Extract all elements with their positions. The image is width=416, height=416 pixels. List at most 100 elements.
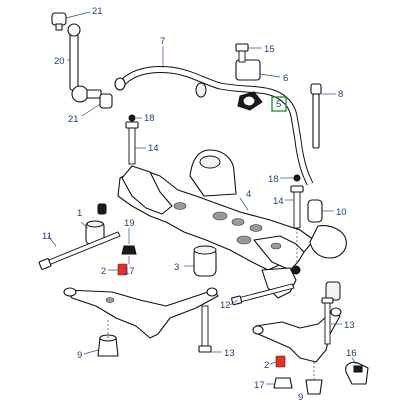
- link-upper-ball-joint: [67, 23, 81, 37]
- bolt-12: [229, 283, 295, 306]
- callout-9-right: 9: [298, 392, 303, 403]
- clamp-bolt-shank: [238, 49, 246, 63]
- callout-19: 19: [124, 218, 135, 229]
- clip-2-right-body: [275, 355, 286, 368]
- bar-bushing-left: [195, 82, 207, 98]
- bar-clamp-bracket: [235, 59, 261, 81]
- callout-8: 8: [338, 89, 343, 100]
- link-right-rod: [312, 93, 320, 149]
- callout-6: 6: [283, 73, 288, 84]
- callout-13-right: 13: [344, 320, 355, 331]
- subframe-left-arm: [121, 165, 173, 215]
- callout-10: 10: [336, 207, 347, 218]
- callout-4: 4: [246, 189, 251, 200]
- stabilizer-bar-fill: [117, 67, 313, 186]
- bolt-13-right-shank: [324, 299, 331, 345]
- callout-18-left: 18: [144, 113, 155, 124]
- bolt-13-right-head: [321, 297, 334, 304]
- bolt-11-head: [38, 258, 52, 270]
- bolt-13-left: [198, 305, 222, 353]
- callout-14-left: 14: [148, 143, 159, 154]
- subframe-hole-1: [212, 211, 228, 221]
- bolt-14-right-head: [290, 185, 304, 193]
- bolt-13-left-shank: [201, 305, 209, 351]
- bolt-11-shank: [43, 231, 121, 267]
- callout-18-right: 18: [268, 174, 279, 185]
- leader-16: [351, 357, 357, 365]
- link-upper-nut: [51, 12, 67, 26]
- link-upper-stud: [55, 23, 63, 31]
- arm-right-rear-bushing: [325, 281, 341, 301]
- subframe-hole-4: [173, 202, 187, 210]
- bushing-1-top: [86, 220, 104, 228]
- clip-2-right: [266, 355, 293, 389]
- arm-left-rear-eye: [206, 287, 218, 297]
- subframe-hole-2: [231, 218, 245, 226]
- callout-12: 12: [220, 300, 231, 311]
- leader-11: [47, 235, 57, 247]
- nut-19: [121, 245, 137, 255]
- callout-16: 16: [346, 348, 357, 359]
- callout-5-highlight: [271, 96, 287, 112]
- callout-17-left: 17: [124, 266, 135, 277]
- callout-21-lower: 21: [68, 114, 79, 125]
- leader-6: [259, 73, 281, 78]
- bar-bushing-bore: [242, 95, 256, 107]
- bushing-10: [307, 199, 323, 223]
- bracket-16-insert: [353, 365, 363, 373]
- tower-mount-boss: [199, 155, 221, 169]
- engine-mount-3: [184, 245, 217, 277]
- callout-14-right: 14: [273, 196, 284, 207]
- front-subframe: [117, 149, 315, 299]
- bolt-13-right: [321, 297, 342, 345]
- stabilizer-link-rod: [69, 27, 79, 91]
- callout-labels: 21 20 21 7 15 6 5 8 18 14 18 4 14 10 1 1…: [42, 6, 357, 403]
- callout-9-left: 9: [77, 350, 82, 361]
- knuckle-mount-right: [309, 225, 347, 259]
- mount-3-top: [193, 245, 217, 255]
- leader-4: [239, 197, 249, 211]
- callout-2-left: 2: [101, 266, 106, 277]
- bushing-1-insert: [97, 203, 107, 215]
- callout-7: 7: [160, 36, 165, 47]
- clip-2-left-body: [117, 263, 128, 276]
- clip-2-left: [108, 263, 128, 276]
- callout-3: 3: [174, 262, 179, 273]
- bolt-14-left-head: [125, 121, 139, 129]
- nut-17-right: [273, 377, 293, 389]
- callout-21-upper: 21: [92, 6, 103, 17]
- leader-21-upper: [65, 11, 91, 19]
- lower-control-arm-left: [63, 287, 219, 357]
- bolt-14-right-shank: [293, 187, 301, 229]
- link-lower-stud: [86, 89, 102, 99]
- stabilizer-link-assembly: [51, 11, 113, 117]
- bar-bushing-clamp-assembly: [235, 43, 287, 112]
- arm-left-body: [65, 289, 219, 339]
- subframe-hole-3: [249, 224, 263, 232]
- callout-17-right: 17: [254, 380, 265, 391]
- arm-right-rear-eye: [330, 307, 342, 317]
- leader-9-left: [83, 349, 99, 355]
- stabilizer-bar: [114, 46, 314, 186]
- callout-11: 11: [42, 231, 52, 242]
- bar-end-left: [114, 77, 126, 91]
- bolt-13-left-head: [198, 345, 212, 353]
- subframe-bolt-right: [280, 174, 304, 262]
- subframe-hole-6: [270, 242, 282, 250]
- link-lower-ball-joint: [71, 85, 89, 103]
- leader-21-lower: [81, 103, 101, 117]
- washer-18-right: [293, 174, 301, 182]
- leader-2-right: [269, 361, 277, 365]
- callout-15: 15: [264, 44, 275, 55]
- arm-left-front-eye: [63, 287, 77, 297]
- ball-joint-9-right: [305, 379, 323, 395]
- link-right-nut: [310, 83, 322, 95]
- arm-left-hole: [105, 297, 115, 303]
- subframe-mount-nut: [291, 265, 301, 275]
- subframe-right-arm: [253, 235, 305, 271]
- bolt-14-left-shank: [128, 123, 136, 165]
- lower-control-arm-right: [252, 281, 342, 395]
- callout-2-right: 2: [264, 360, 269, 371]
